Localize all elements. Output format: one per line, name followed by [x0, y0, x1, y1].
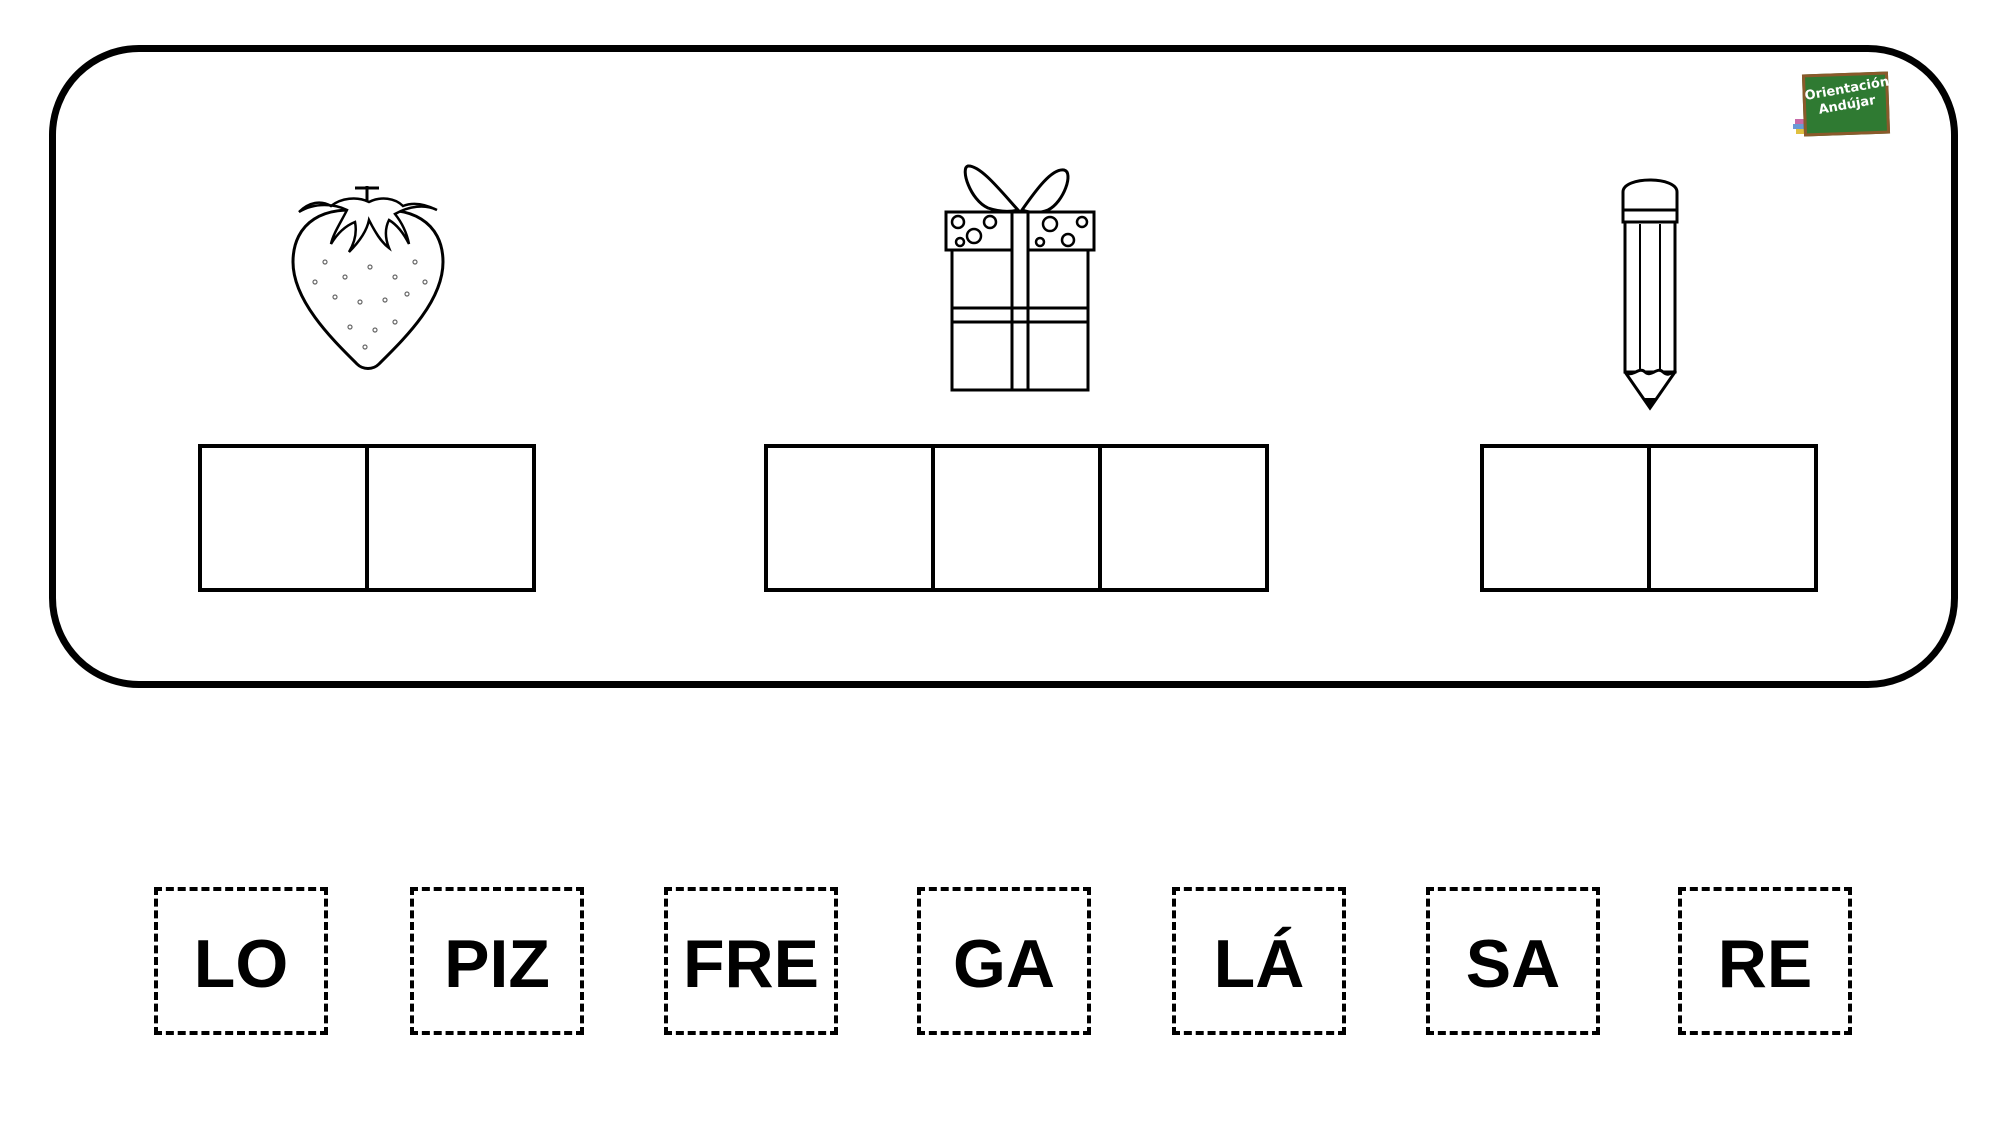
chalkboard: Orientación Andújar [1801, 71, 1891, 137]
answer-slot[interactable] [931, 444, 1102, 592]
syllable-cards: LO PIZ FRE GA LÁ SA RE [0, 887, 2000, 1037]
answer-slot[interactable] [1480, 444, 1651, 592]
syllable-card-piz[interactable]: PIZ [410, 887, 584, 1035]
syllable-card-ga[interactable]: GA [917, 887, 1091, 1035]
answer-slot[interactable] [198, 444, 369, 592]
answer-slot[interactable] [1647, 444, 1818, 592]
answer-slot[interactable] [1098, 444, 1269, 592]
answer-slot[interactable] [365, 444, 536, 592]
syllable-card-lo[interactable]: LO [154, 887, 328, 1035]
pencil-answer-slots [1480, 444, 1818, 592]
logo-text: Orientación Andújar [1803, 74, 1891, 118]
strawberry-answer-slots [198, 444, 536, 592]
orientacion-andujar-logo: Orientación Andújar [1793, 71, 1891, 137]
gift-icon [944, 164, 1096, 392]
strawberry-icon [291, 186, 445, 370]
answer-slot[interactable] [764, 444, 935, 592]
syllable-card-fre[interactable]: FRE [664, 887, 838, 1035]
pencil-icon [1621, 178, 1679, 411]
picture-panel [49, 45, 1958, 688]
syllable-card-re[interactable]: RE [1678, 887, 1852, 1035]
syllable-card-sa[interactable]: SA [1426, 887, 1600, 1035]
syllable-card-la[interactable]: LÁ [1172, 887, 1346, 1035]
gift-answer-slots [764, 444, 1269, 592]
